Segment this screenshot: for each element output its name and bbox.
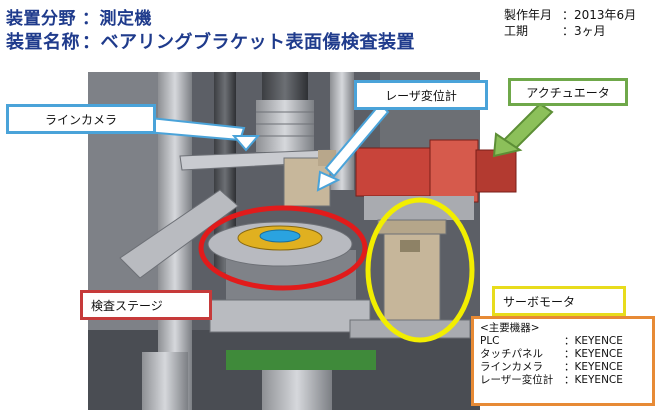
line-camera-callout: ラインカメラ bbox=[6, 104, 156, 134]
equipment-row: レーザー変位計：KEYENCE bbox=[480, 374, 623, 386]
laser-sensor-callout: レーザ変位計 bbox=[354, 80, 488, 110]
actuator-callout: アクチュエータ bbox=[508, 78, 628, 106]
servo-motor-callout: サーボモータ bbox=[492, 286, 626, 316]
field-value: 測定機 bbox=[99, 9, 152, 29]
equipment-row: ラインカメラ：KEYENCE bbox=[480, 361, 623, 373]
equipment-row: タッチパネル：KEYENCE bbox=[480, 348, 623, 360]
production-label: 製作年月 bbox=[504, 8, 553, 22]
production-value: 2013年6月 bbox=[574, 8, 637, 22]
period-value: 3ヶ月 bbox=[574, 24, 606, 38]
stage-highlight-ellipse bbox=[198, 205, 368, 291]
equipment-row: PLC：KEYENCE bbox=[480, 335, 623, 347]
equipment-name: タッチパネル bbox=[480, 348, 543, 360]
equipment-maker: KEYENCE bbox=[574, 361, 623, 373]
equipment-list-box: <主要機器> PLC：KEYENCE タッチパネル：KEYENCE ラインカメラ… bbox=[471, 316, 655, 406]
period-label: 工期 bbox=[504, 24, 529, 38]
work-period: 工期：3ヶ月 bbox=[504, 24, 606, 38]
equipment-name: レーザー変位計 bbox=[480, 374, 554, 386]
device-name-title: 装置名称：ベアリングブラケット表面傷検査装置 bbox=[6, 28, 415, 54]
field-title: 装置分野：測定機 bbox=[6, 4, 152, 29]
equipment-maker: KEYENCE bbox=[574, 335, 623, 347]
servo-highlight-ellipse bbox=[365, 197, 475, 343]
diagonal-arm bbox=[119, 189, 239, 279]
equipment-heading: <主要機器> bbox=[480, 322, 540, 334]
inspection-stage-callout: 検査ステージ bbox=[80, 290, 212, 320]
name-value: ベアリングブラケット表面傷検査装置 bbox=[100, 32, 415, 53]
field-label: 装置分野 bbox=[6, 9, 76, 29]
production-date: 製作年月：2013年6月 bbox=[504, 8, 637, 22]
line-camera-lens bbox=[256, 100, 314, 152]
equipment-maker: KEYENCE bbox=[574, 374, 623, 386]
equipment-maker: KEYENCE bbox=[574, 348, 623, 360]
equipment-name: ラインカメラ bbox=[480, 361, 543, 373]
equipment-name: PLC bbox=[480, 335, 500, 347]
name-label: 装置名称 bbox=[6, 32, 80, 53]
gear-base bbox=[226, 350, 376, 370]
